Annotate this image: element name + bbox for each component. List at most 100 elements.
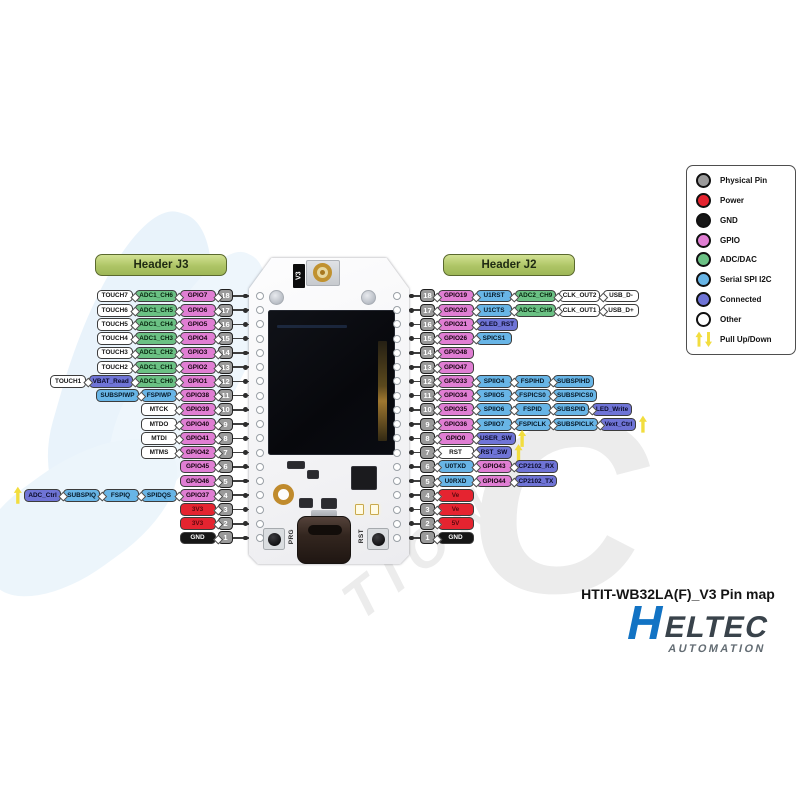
pin-wire	[407, 508, 421, 511]
oled-display	[268, 310, 395, 455]
pin-label: ADC1_CH4	[135, 318, 177, 331]
pin-label: ADC1_CH0	[135, 375, 177, 388]
solder-dot	[243, 293, 248, 299]
through-hole	[256, 348, 264, 357]
pin-wire	[407, 380, 421, 383]
pin-label: GPIO3	[179, 346, 216, 360]
through-hole	[393, 505, 401, 514]
pin-label: FSPIQ	[102, 488, 139, 502]
through-hole	[256, 377, 264, 386]
legend-item: Connected	[696, 291, 795, 309]
pin-wire	[407, 437, 421, 440]
pin-label: FSPIHD	[514, 375, 551, 388]
prg-button-label: PRG	[288, 529, 295, 545]
prg-button-cap	[268, 533, 281, 546]
pin-label: USB_D-	[602, 289, 639, 303]
pin-wire	[407, 537, 421, 539]
pin-label: FSPICLK	[514, 417, 551, 431]
pin-label: GPIO26	[437, 332, 474, 346]
through-hole	[256, 462, 264, 471]
pin-label: U1RST	[476, 289, 512, 303]
solder-dot	[409, 521, 414, 527]
solder-dot	[409, 407, 414, 413]
pin-label: MTDO	[141, 417, 177, 431]
through-hole	[256, 420, 264, 429]
pin-label: OLED_RST	[476, 318, 519, 331]
pull-up-arrow	[514, 444, 523, 462]
through-hole	[393, 491, 401, 500]
pin-label: TOUCH2	[96, 360, 133, 374]
solder-dot	[243, 492, 248, 498]
through-hole	[393, 306, 401, 315]
solder-dot	[243, 322, 248, 327]
through-hole	[256, 405, 264, 414]
pull-up-arrow	[518, 429, 527, 447]
legend-color-dot	[696, 252, 711, 268]
pin-number: 2	[218, 517, 233, 531]
through-hole	[393, 462, 401, 471]
pin-number: 4	[218, 488, 233, 502]
solder-dot	[409, 293, 414, 299]
pin-label: ADC2_CH9	[514, 303, 557, 317]
pin-label: GPIO6	[179, 303, 216, 317]
solder-dot	[409, 336, 414, 342]
pin-label: CLK_OUT1	[558, 303, 601, 317]
pin-label: GPIO21	[437, 318, 474, 331]
pin-number: 1	[218, 531, 233, 545]
pull-up-arrow	[638, 415, 647, 433]
pin-number: 15	[218, 332, 233, 346]
pin-number: 12	[218, 374, 233, 388]
solder-dot	[409, 492, 414, 498]
pin-label: SUBSPIWP	[96, 389, 139, 403]
rst-button-cap	[372, 533, 385, 546]
pin-label: GPIO43	[476, 460, 512, 474]
pin-number: 13	[218, 360, 233, 374]
legend-item: Physical Pin	[696, 172, 795, 190]
pin-wire	[407, 522, 421, 525]
solder-dot	[243, 350, 248, 356]
legend-label: GPIO	[720, 235, 741, 245]
pull-up-down-icon	[695, 331, 711, 347]
solder-dot	[243, 307, 248, 313]
pin-label: VBAT_Read	[88, 375, 133, 388]
pin-label: ADC1_CH6	[135, 289, 177, 303]
pin-label: SUBSPIQ	[63, 488, 100, 502]
solder-dot	[409, 478, 414, 484]
pin-label: GPIO35	[437, 403, 474, 417]
legend-label: Pull Up/Down	[720, 334, 772, 344]
legend-label: Connected	[720, 295, 762, 305]
pin-wire	[407, 309, 421, 312]
pin-label: TOUCH4	[96, 332, 133, 346]
pin-label: GPIO20	[437, 303, 474, 317]
solder-dot	[243, 464, 248, 470]
pin-wire	[407, 494, 421, 497]
legend-item: GPIO	[696, 231, 795, 249]
solder-dot	[243, 535, 248, 541]
solder-dot	[409, 450, 414, 455]
pin-label: SUBSPIHD	[553, 375, 595, 388]
pin-label: GPIO1	[179, 375, 216, 388]
through-hole	[256, 363, 264, 372]
through-hole	[256, 334, 264, 343]
pin-wire	[233, 537, 249, 539]
legend-color-dot	[696, 193, 711, 209]
pin-label: 3V3	[179, 517, 216, 531]
solder-dot	[243, 521, 248, 527]
pin-label: ADC1_CH1	[135, 360, 177, 374]
pin-label: GPIO42	[179, 446, 216, 459]
legend-label: Other	[720, 314, 742, 324]
